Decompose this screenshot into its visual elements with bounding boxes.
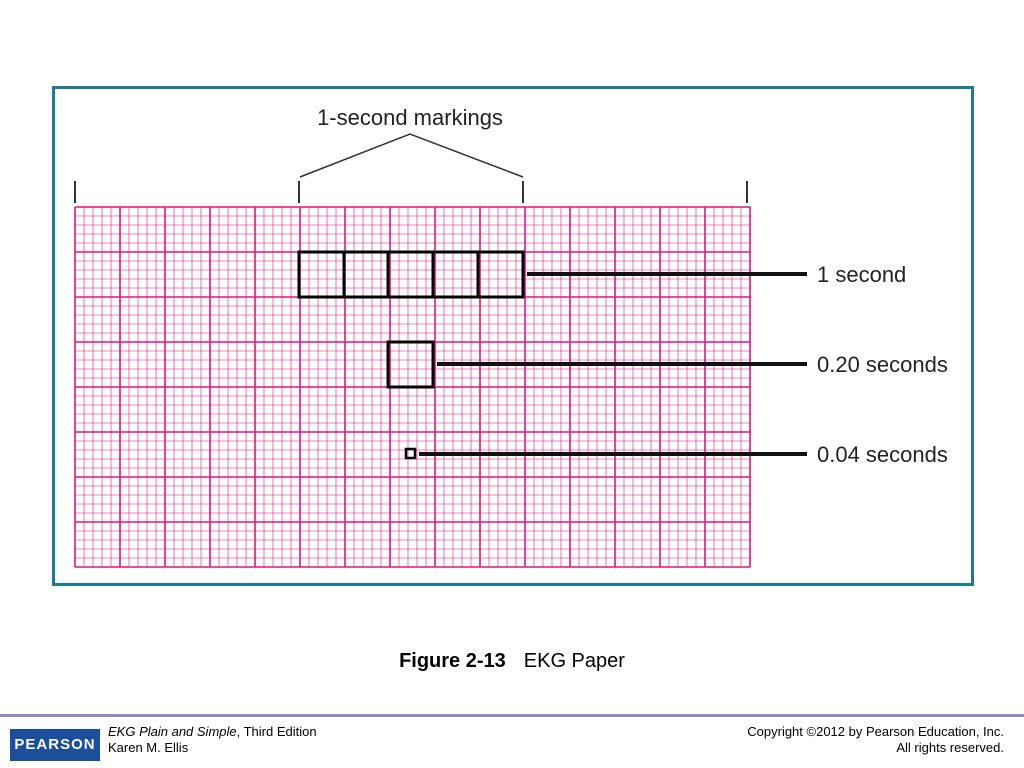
rights-text: All rights reserved. <box>896 740 1004 755</box>
figure-frame: 1-second markings 1 second 0.20 seconds … <box>52 86 974 586</box>
copyright-info: Copyright ©2012 by Pearson Education, In… <box>747 724 1004 756</box>
point-two-label: 0.20 seconds <box>817 352 948 377</box>
book-author: Karen M. Ellis <box>108 740 189 755</box>
ekg-paper-diagram: 1-second markings 1 second 0.20 seconds … <box>74 105 948 568</box>
point-zero-four-label: 0.04 seconds <box>817 442 948 467</box>
markings-bracket <box>299 133 524 178</box>
pearson-logo: PEARSON <box>10 729 100 761</box>
one-second-box <box>297 250 525 299</box>
book-edition: , Third Edition <box>236 724 317 739</box>
footer-divider <box>0 714 1024 717</box>
top-label: 1-second markings <box>317 105 503 130</box>
small-square-box <box>404 447 417 460</box>
figure-caption: Figure 2-13 EKG Paper <box>0 650 1024 673</box>
figure-number: Figure 2-13 <box>399 650 506 672</box>
figure-title: EKG Paper <box>523 650 625 672</box>
large-square-box <box>386 340 435 389</box>
one-second-label: 1 second <box>817 262 906 287</box>
book-title: EKG Plain and Simple <box>108 724 237 739</box>
book-info: EKG Plain and Simple, Third Edition Kare… <box>108 724 317 756</box>
ekg-grid <box>74 206 751 568</box>
copyright-text: Copyright ©2012 by Pearson Education, In… <box>747 724 1004 739</box>
